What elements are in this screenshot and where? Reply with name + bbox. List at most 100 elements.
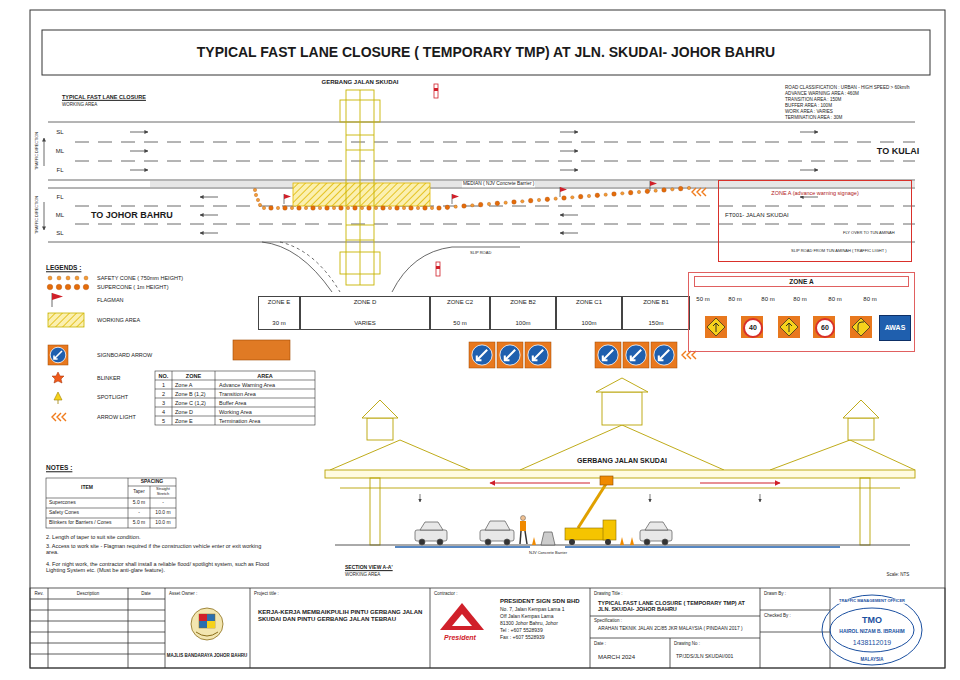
block-header: Contractor : bbox=[434, 591, 458, 596]
dimension: 80 m bbox=[793, 296, 806, 303]
zone-a-signs bbox=[778, 316, 800, 338]
zone-cell: ZONE D VARIES bbox=[300, 296, 430, 330]
plan-heading: TYPICAL FAST LANE CLOSURE bbox=[62, 94, 146, 100]
road-data: TRANSITION AREA : 150M bbox=[785, 97, 841, 102]
note-text: 3. Access to work site - Flagman require… bbox=[46, 543, 271, 556]
zone-cell: ZONE B1150m bbox=[622, 296, 690, 330]
traffic-cones bbox=[262, 206, 265, 209]
zone-a-signs bbox=[858, 322, 864, 332]
table-cell: Zone B (1,2) bbox=[175, 390, 206, 396]
elevation-signage bbox=[420, 494, 421, 502]
signboard-arrow bbox=[631, 350, 641, 360]
traffic-cones bbox=[554, 197, 557, 200]
title-block-grid bbox=[590, 638, 760, 639]
zone-a-signs bbox=[786, 323, 792, 332]
council-emblem bbox=[191, 608, 223, 640]
zone-length: VARIES bbox=[354, 320, 376, 327]
legend-symbols bbox=[48, 313, 84, 327]
zone-length: 100m bbox=[581, 320, 596, 327]
traffic-direction-arrows bbox=[44, 132, 818, 233]
traffic-cones bbox=[402, 206, 405, 209]
signboard-arrow bbox=[469, 342, 495, 368]
legend-swatch-dot bbox=[66, 276, 70, 280]
car bbox=[485, 539, 491, 545]
traffic-cones bbox=[304, 206, 307, 209]
drawing-title-text: TYPICAL FAST LANE CLOSURE ( TEMPORARY TM… bbox=[598, 600, 753, 613]
signboard-arrow bbox=[48, 342, 677, 368]
traffic-cones bbox=[290, 206, 293, 209]
traffic-cones bbox=[269, 206, 274, 211]
flagman-worker bbox=[520, 531, 521, 544]
table-cell: Supercones bbox=[49, 500, 76, 506]
signboard-arrow bbox=[595, 342, 621, 368]
zone-name: ZONE B2 bbox=[510, 299, 536, 306]
legend-row: WORKING AREA bbox=[46, 315, 196, 325]
legend-row: BLINKER bbox=[46, 373, 196, 383]
table-cell: Zone D bbox=[175, 408, 193, 414]
zone-a-signs bbox=[707, 318, 725, 336]
plan-road bbox=[75, 161, 915, 162]
traffic-cones bbox=[545, 197, 550, 202]
zone-name: ZONE D bbox=[354, 299, 377, 306]
zone-a-signs bbox=[850, 316, 872, 338]
signboard-arrow bbox=[528, 345, 548, 365]
legend-row: SIGNBOARD ARROW bbox=[46, 350, 196, 360]
traffic-cones bbox=[318, 206, 321, 209]
traffic-cones bbox=[562, 196, 567, 201]
legend-text: SIGNBOARD ARROW bbox=[97, 352, 152, 358]
traffic-cones bbox=[437, 206, 442, 211]
gate-elevation bbox=[520, 425, 724, 470]
zone-table-grid bbox=[155, 371, 315, 425]
traffic-cones bbox=[325, 206, 330, 211]
skylift-truck bbox=[605, 539, 611, 545]
zone-table-grid bbox=[155, 389, 315, 390]
legend-swatch-dot bbox=[65, 284, 71, 290]
traffic-cones bbox=[409, 206, 414, 211]
traffic-cones bbox=[381, 206, 386, 211]
traffic-direction-arrows bbox=[130, 132, 148, 133]
car bbox=[419, 539, 425, 545]
notes-table-grid bbox=[46, 518, 176, 519]
zone-a-signs bbox=[852, 318, 870, 336]
table-header: NO. bbox=[159, 372, 169, 378]
drawing-number: TP/JDS/JLN SKUDAI/001 bbox=[676, 654, 733, 660]
legend-row: ARROW LIGHT bbox=[46, 412, 196, 422]
title-block-grid bbox=[30, 588, 945, 668]
signboard-arrow bbox=[525, 342, 551, 368]
legend-text: FLAGMAN bbox=[97, 297, 124, 303]
table-cell: - bbox=[162, 500, 164, 506]
contractor-logo bbox=[452, 614, 472, 626]
traffic-cones bbox=[360, 206, 363, 209]
zone-length: 50 m bbox=[453, 320, 466, 327]
legend-row: FLAGMAN bbox=[46, 295, 196, 305]
block-header: Asset Owner : bbox=[169, 591, 197, 596]
traffic-cones bbox=[423, 206, 428, 211]
zone-name: ZONE E bbox=[268, 299, 290, 306]
traffic-cones bbox=[339, 206, 344, 211]
legend-swatch-dot bbox=[48, 276, 52, 280]
gate-elevation bbox=[843, 400, 879, 418]
council-emblem bbox=[199, 614, 215, 628]
road-marker-post bbox=[434, 84, 438, 98]
road-data: WORK AREA : VARIES bbox=[785, 109, 833, 114]
traffic-cones bbox=[521, 200, 524, 203]
plan-road bbox=[75, 224, 915, 225]
skylift-truck bbox=[565, 528, 605, 540]
lane-name: ML bbox=[56, 148, 64, 155]
signboard-arrow bbox=[603, 350, 613, 360]
block-header: Date : bbox=[594, 641, 606, 646]
car bbox=[415, 530, 447, 541]
flagman-worker bbox=[525, 531, 527, 544]
gate-plan bbox=[340, 90, 380, 285]
traffic-cones bbox=[512, 200, 517, 205]
traffic-cones bbox=[671, 188, 674, 191]
block-header: Specification : bbox=[594, 618, 622, 623]
gate-elevation bbox=[370, 478, 380, 545]
skylift-truck bbox=[600, 476, 613, 485]
barrier-label: NJV Concrete Barrier bbox=[528, 551, 568, 556]
traffic-direction-arrows bbox=[560, 170, 578, 171]
legend-row: SPOTLIGHT bbox=[46, 392, 196, 402]
table-cell: Advance Warning Area bbox=[219, 381, 275, 387]
